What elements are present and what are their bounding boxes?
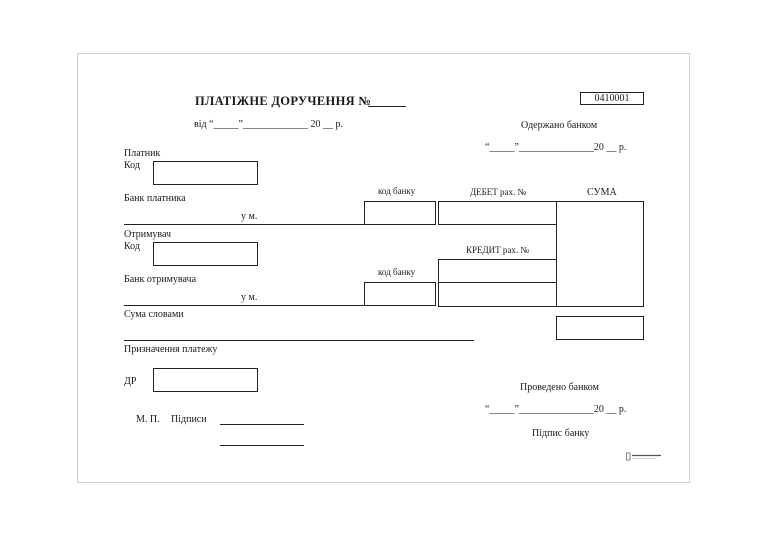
credit-account-field-2[interactable] — [438, 282, 557, 307]
form-title: ПЛАТІЖНЕ ДОРУЧЕННЯ № — [195, 94, 372, 108]
payer-code-field[interactable] — [153, 161, 258, 185]
sum-field[interactable] — [556, 201, 644, 307]
payer-bank-label: Банк платника — [124, 193, 186, 204]
signatures-label: Підписи — [171, 414, 207, 425]
dr-field[interactable] — [153, 368, 258, 392]
form-code-box: 0410001 — [580, 92, 644, 105]
recipient-bank-city-label: у м. — [241, 292, 258, 303]
credit-account-label: КРЕДИТ рах. № — [466, 245, 529, 255]
recipient-label: Отримувач — [124, 229, 172, 240]
number-underline — [368, 106, 406, 107]
debit-account-field[interactable] — [438, 201, 557, 225]
dr-label: ДР — [124, 376, 137, 387]
recipient-code-label: Код — [124, 241, 140, 252]
payer-code-label: Код — [124, 160, 140, 171]
date-line: від “_____”_____________ 20 __ р. — [194, 119, 343, 130]
payer-bank-city-label: у м. — [241, 211, 258, 222]
form-code: 0410001 — [594, 93, 630, 104]
payer-bank-underline — [124, 224, 364, 225]
signature-line-2[interactable] — [220, 445, 304, 446]
credit-account-field[interactable] — [438, 259, 557, 283]
processed-date-line: “_____”_______________20 __ р. — [485, 404, 627, 415]
processed-by-bank-label: Проведено банком — [520, 382, 599, 393]
received-by-bank-label: Одержано банком — [521, 120, 598, 131]
bank-signature-label: Підпис банку — [532, 428, 590, 439]
recipient-code-field[interactable] — [153, 242, 258, 266]
debit-account-label: ДЕБЕТ рах. № — [470, 187, 527, 197]
received-date-line: “_____”_______________20 __ р. — [485, 142, 627, 153]
publisher-logo-icon — [626, 449, 662, 461]
bank-code-label-1: код банку — [378, 186, 416, 196]
sum-in-words-label: Сума словами — [124, 309, 184, 320]
payment-order-form: ПЛАТІЖНЕ ДОРУЧЕННЯ № 0410001 від “_____”… — [77, 53, 690, 483]
payer-bank-code-field[interactable] — [364, 201, 436, 225]
payer-label: Платник — [124, 148, 161, 159]
sum-extra-field[interactable] — [556, 316, 644, 340]
sum-label: СУМА — [587, 187, 617, 198]
recipient-bank-label: Банк отримувача — [124, 274, 197, 285]
signature-line-1[interactable] — [220, 424, 304, 425]
stamp-label: М. П. — [136, 414, 160, 425]
payment-purpose-label: Призначення платежу — [124, 344, 218, 355]
recipient-bank-underline — [124, 305, 364, 306]
recipient-bank-code-field[interactable] — [364, 282, 436, 306]
bank-code-label-2: код банку — [378, 267, 416, 277]
sum-in-words-underline — [124, 340, 474, 341]
